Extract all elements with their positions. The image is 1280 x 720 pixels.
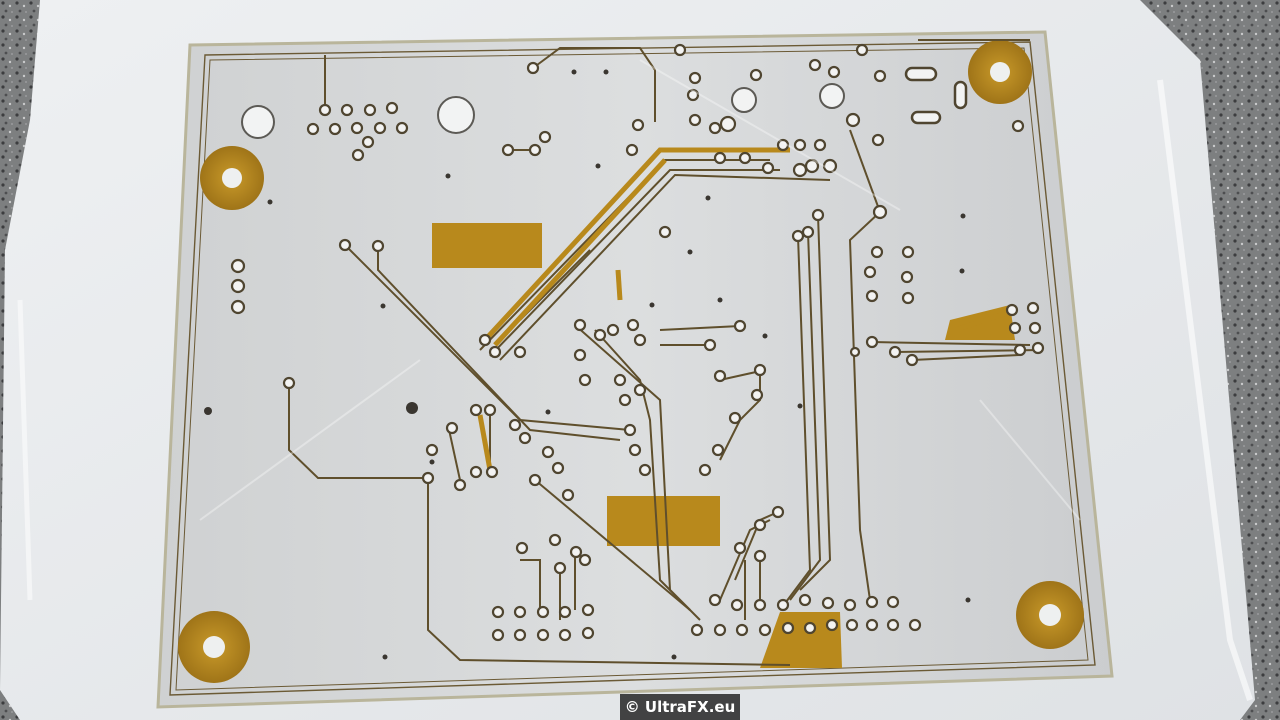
- copper-pour-1: [432, 223, 542, 268]
- mounting-holes: [178, 40, 1084, 683]
- copper-pour-2: [607, 496, 720, 546]
- pcb-board: [156, 30, 1114, 709]
- watermark-copyright: © UltraFX.eu: [620, 694, 740, 720]
- copper-pour-3: [760, 612, 842, 668]
